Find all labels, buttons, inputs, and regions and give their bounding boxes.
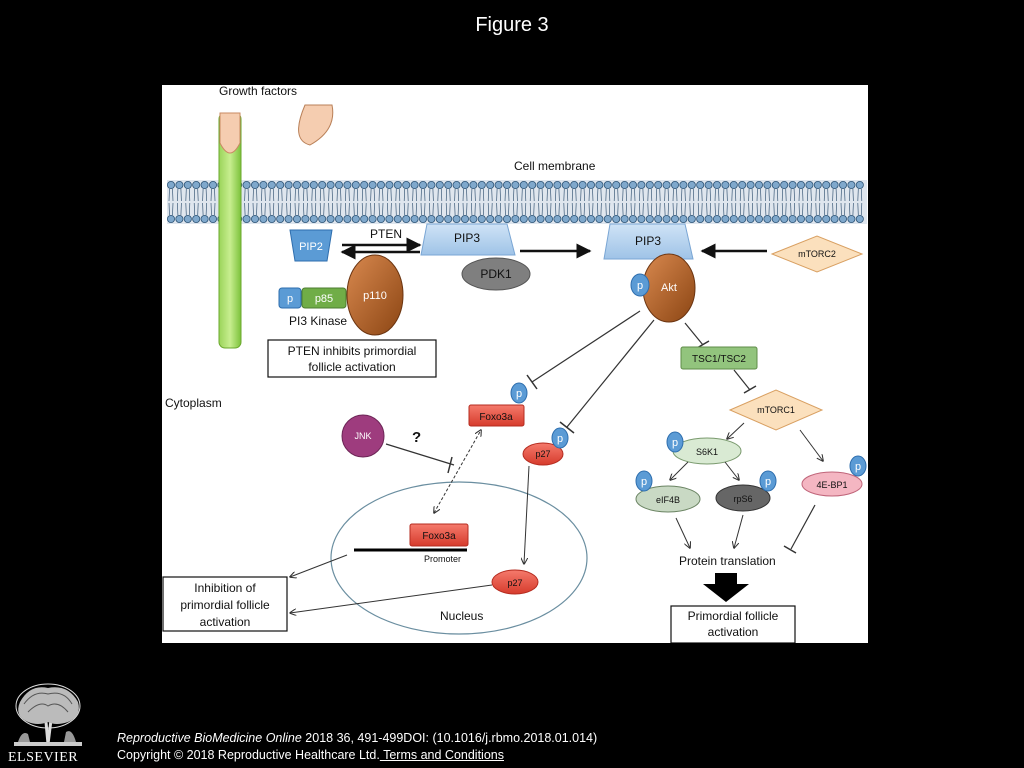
pdk1-node: PDK1 (461, 257, 531, 291)
svg-text:Foxo3a: Foxo3a (479, 412, 513, 423)
pip3-right-node: PIP3 (603, 223, 694, 260)
svg-text:PIP3: PIP3 (454, 231, 480, 245)
pi3-kinase-label: PI3 Kinase (289, 314, 347, 328)
svg-text:Primordial follicle: Primordial follicle (688, 609, 779, 623)
eif4b-node: eIF4B p (635, 470, 701, 513)
svg-text:S6K1: S6K1 (696, 447, 718, 457)
eif4b-to-translation-arrow (675, 517, 690, 548)
growth-factor-ligand (298, 104, 334, 146)
copyright-line: Copyright © 2018 Reproductive Healthcare… (117, 748, 504, 762)
mtorc1-node: mTORC1 (728, 389, 824, 431)
svg-text:p27: p27 (535, 449, 550, 459)
svg-text:JNK: JNK (354, 431, 371, 441)
svg-text:follicle activation: follicle activation (308, 360, 395, 374)
svg-text:PDK1: PDK1 (480, 267, 512, 281)
mtorc2-node: mTORC2 (770, 235, 864, 273)
p27-nuc-node: p27 (491, 569, 539, 595)
pip3-left-node: PIP3 (420, 223, 516, 256)
svg-text:p85: p85 (315, 293, 333, 305)
4ebp1-node: 4E-BP1 p (801, 455, 867, 497)
phospholipid-bilayer (167, 181, 864, 223)
pi3-kinase-complex: p p85 p110 (278, 254, 404, 336)
svg-text:PTEN inhibits primordial: PTEN inhibits primordial (288, 344, 417, 358)
growth-factors-label: Growth factors (219, 85, 297, 98)
jnk-inhibits-nucleus (385, 443, 455, 474)
s6k1-to-rps6-arrow (724, 461, 739, 480)
akt-inhibits-foxo3a (526, 310, 641, 390)
citation-details: 2018 36, 491-499DOI: (10.1016/j.rbmo.201… (301, 731, 598, 745)
svg-text:p: p (641, 476, 647, 488)
foxo3a-cyto-node: Foxo3a p (468, 382, 528, 427)
svg-text:PIP2: PIP2 (299, 241, 323, 253)
svg-text:p: p (855, 461, 861, 473)
rps6-to-translation-arrow (734, 514, 744, 548)
svg-text:4E-BP1: 4E-BP1 (816, 480, 847, 490)
svg-text:Inhibition of: Inhibition of (194, 581, 256, 595)
citation-line: Reproductive BioMedicine Online 2018 36,… (117, 731, 597, 745)
mtorc1-to-4ebp1-arrow (799, 429, 823, 461)
pten-inhibits-box: PTEN inhibits primordial follicle activa… (267, 339, 437, 378)
s6k1-to-eif4b-arrow (670, 461, 689, 480)
jnk-node: JNK (341, 414, 385, 458)
promoter-label: Promoter (424, 554, 461, 564)
translation-to-activation-arrow (703, 573, 749, 602)
protein-translation-label: Protein translation (679, 554, 776, 568)
svg-text:p27: p27 (507, 578, 522, 588)
elsevier-wordmark: ELSEVIER (8, 750, 79, 765)
p27-cyto-node: p27 p (522, 427, 569, 466)
question-mark: ? (412, 429, 421, 446)
mtorc1-to-s6k1-arrow (727, 422, 745, 439)
pathway-diagram: Growth factors Cell membrane Cytoplasm P… (162, 85, 867, 643)
elsevier-tree-logo (10, 682, 86, 748)
growth-factor-receptor (218, 112, 242, 349)
svg-text:p110: p110 (363, 290, 387, 302)
svg-text:p: p (765, 476, 771, 488)
svg-text:p: p (672, 437, 678, 449)
svg-text:mTORC1: mTORC1 (757, 405, 795, 415)
akt-inhibits-tsc (684, 322, 710, 349)
4ebp1-inhibits-translation (783, 504, 816, 554)
terms-link[interactable]: Terms and Conditions (379, 748, 504, 762)
nucleus-label: Nucleus (440, 609, 483, 623)
akt-node: Akt p (630, 253, 696, 323)
svg-text:primordial follicle: primordial follicle (180, 598, 270, 612)
akt-inhibits-p27 (559, 319, 655, 434)
svg-text:TSC1/TSC2: TSC1/TSC2 (692, 354, 746, 365)
svg-text:eIF4B: eIF4B (656, 495, 680, 505)
journal-name: Reproductive BioMedicine Online (117, 731, 302, 745)
figure-title: Figure 3 (475, 14, 549, 36)
rps6-node: rpS6 p (715, 470, 777, 512)
p27-to-inhibition-arrow (290, 584, 493, 613)
svg-text:p: p (287, 293, 293, 305)
svg-text:rpS6: rpS6 (733, 494, 752, 504)
svg-text:Foxo3a: Foxo3a (422, 531, 456, 542)
primordial-activation-box: Primordial follicle activation (670, 605, 796, 643)
svg-text:activation: activation (200, 615, 251, 629)
pip2-node: PIP2 (289, 229, 333, 262)
inhibition-box: Inhibition of primordial follicle activa… (162, 576, 288, 632)
s6k1-node: S6K1 p (666, 431, 742, 465)
svg-text:p: p (516, 388, 522, 400)
svg-text:Akt: Akt (661, 282, 677, 294)
pten-label: PTEN (370, 227, 402, 241)
p27-nuclear-import-arrow (524, 465, 530, 564)
svg-text:PIP3: PIP3 (635, 234, 661, 248)
foxo3a-shuttle-arrow (434, 430, 481, 513)
tsc-node: TSC1/TSC2 (680, 346, 758, 370)
foxo3a-nuc-node: Foxo3a (409, 523, 469, 547)
cell-membrane (167, 180, 867, 224)
copyright-text: Copyright © 2018 Reproductive Healthcare… (117, 748, 380, 762)
svg-text:mTORC2: mTORC2 (798, 249, 836, 259)
svg-text:activation: activation (708, 625, 759, 639)
cytoplasm-label: Cytoplasm (165, 396, 222, 410)
svg-text:p: p (637, 280, 643, 292)
diagram-panel: Growth factors Cell membrane Cytoplasm P… (162, 85, 868, 643)
cell-membrane-label: Cell membrane (514, 159, 596, 173)
foxo3a-to-inhibition-arrow (290, 554, 348, 577)
svg-text:p: p (557, 433, 563, 445)
tsc-inhibits-mtorc1 (733, 369, 757, 394)
